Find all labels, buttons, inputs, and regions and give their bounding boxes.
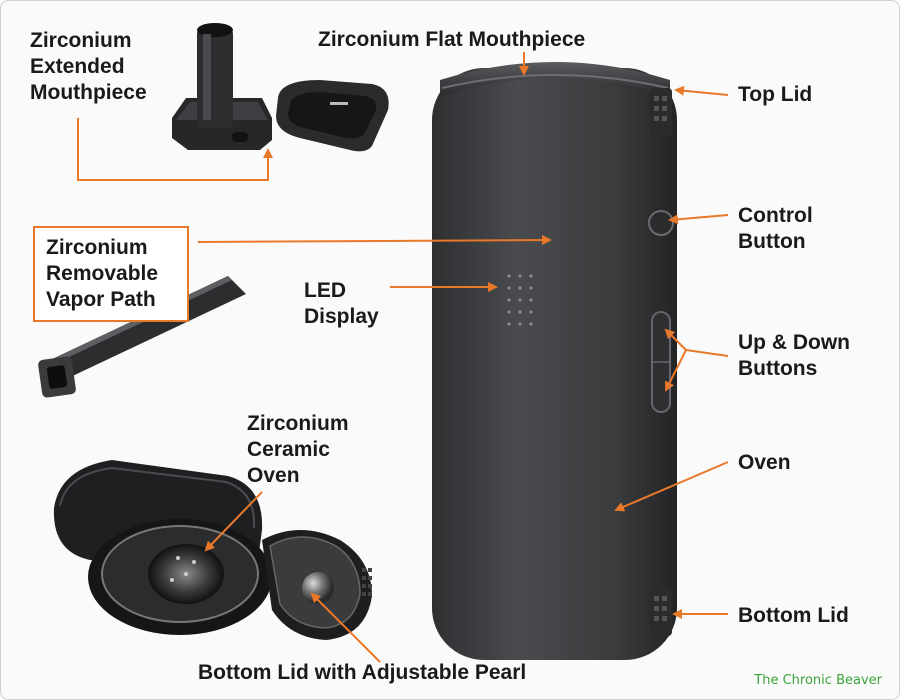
label-bottom-lid-pearl: Bottom Lid with Adjustable Pearl (198, 661, 527, 684)
top-lid-grip (650, 88, 672, 136)
arrow-down-button (665, 349, 687, 392)
label-line: Button (738, 230, 806, 253)
label-vapor-path: Zirconium Removable Vapor Path (46, 235, 158, 313)
arrow-vapor-path (197, 235, 552, 246)
label-line: LED (304, 279, 346, 302)
extended-mouthpiece-image (172, 23, 272, 150)
label-bottom-lid: Bottom Lid (738, 604, 849, 627)
label-flat-mouthpiece: Zirconium Flat Mouthpiece (318, 28, 586, 51)
vapor-path-label-box (33, 226, 189, 322)
bottom-lid-grip (650, 588, 672, 636)
label-line: Zirconium (247, 412, 349, 435)
label-line: Removable (46, 262, 159, 285)
label-ceramic-oven: Zirconium Ceramic Oven (247, 411, 349, 489)
label-top-lid: Top Lid (738, 83, 813, 106)
flat-mouthpiece-image (276, 80, 389, 152)
label-led-display: LED Display (304, 278, 379, 330)
open-oven-image (53, 460, 372, 640)
arrow-extended-mouthpiece (77, 118, 273, 181)
control-button-shape (648, 210, 674, 236)
label-oven: Oven (738, 451, 791, 474)
label-up-down-buttons: Up & Down Buttons (738, 330, 850, 382)
vaporizer-device (432, 62, 677, 660)
arrow-up-down-stem (685, 349, 729, 357)
top-lid-shape (440, 62, 670, 96)
label-line: Up & Down (738, 331, 850, 354)
callout-arrows (77, 52, 729, 663)
led-display-dots (507, 274, 533, 326)
label-control-button: Control Button (738, 203, 813, 255)
credit-watermark: The Chronic Beaver (754, 673, 882, 688)
arrow-oven (614, 461, 729, 512)
label-line: Mouthpiece (30, 81, 147, 104)
arrow-bottom-lid-pearl (310, 592, 381, 663)
arrow-ceramic-oven (204, 491, 263, 552)
arrow-control-button (668, 214, 729, 225)
label-line: Zirconium (46, 236, 148, 259)
label-line: Buttons (738, 357, 818, 380)
label-line: Extended (30, 55, 125, 78)
label-extended-mouthpiece: Zirconium Extended Mouthpiece (30, 28, 147, 106)
label-line: Ceramic (247, 438, 330, 461)
arrow-top-lid (674, 85, 729, 96)
label-line: Vapor Path (46, 288, 156, 311)
arrow-up-button (664, 328, 687, 351)
label-line: Control (738, 204, 813, 227)
label-line: Display (304, 305, 379, 328)
label-line: Oven (247, 464, 300, 487)
label-line: Zirconium (30, 29, 132, 52)
